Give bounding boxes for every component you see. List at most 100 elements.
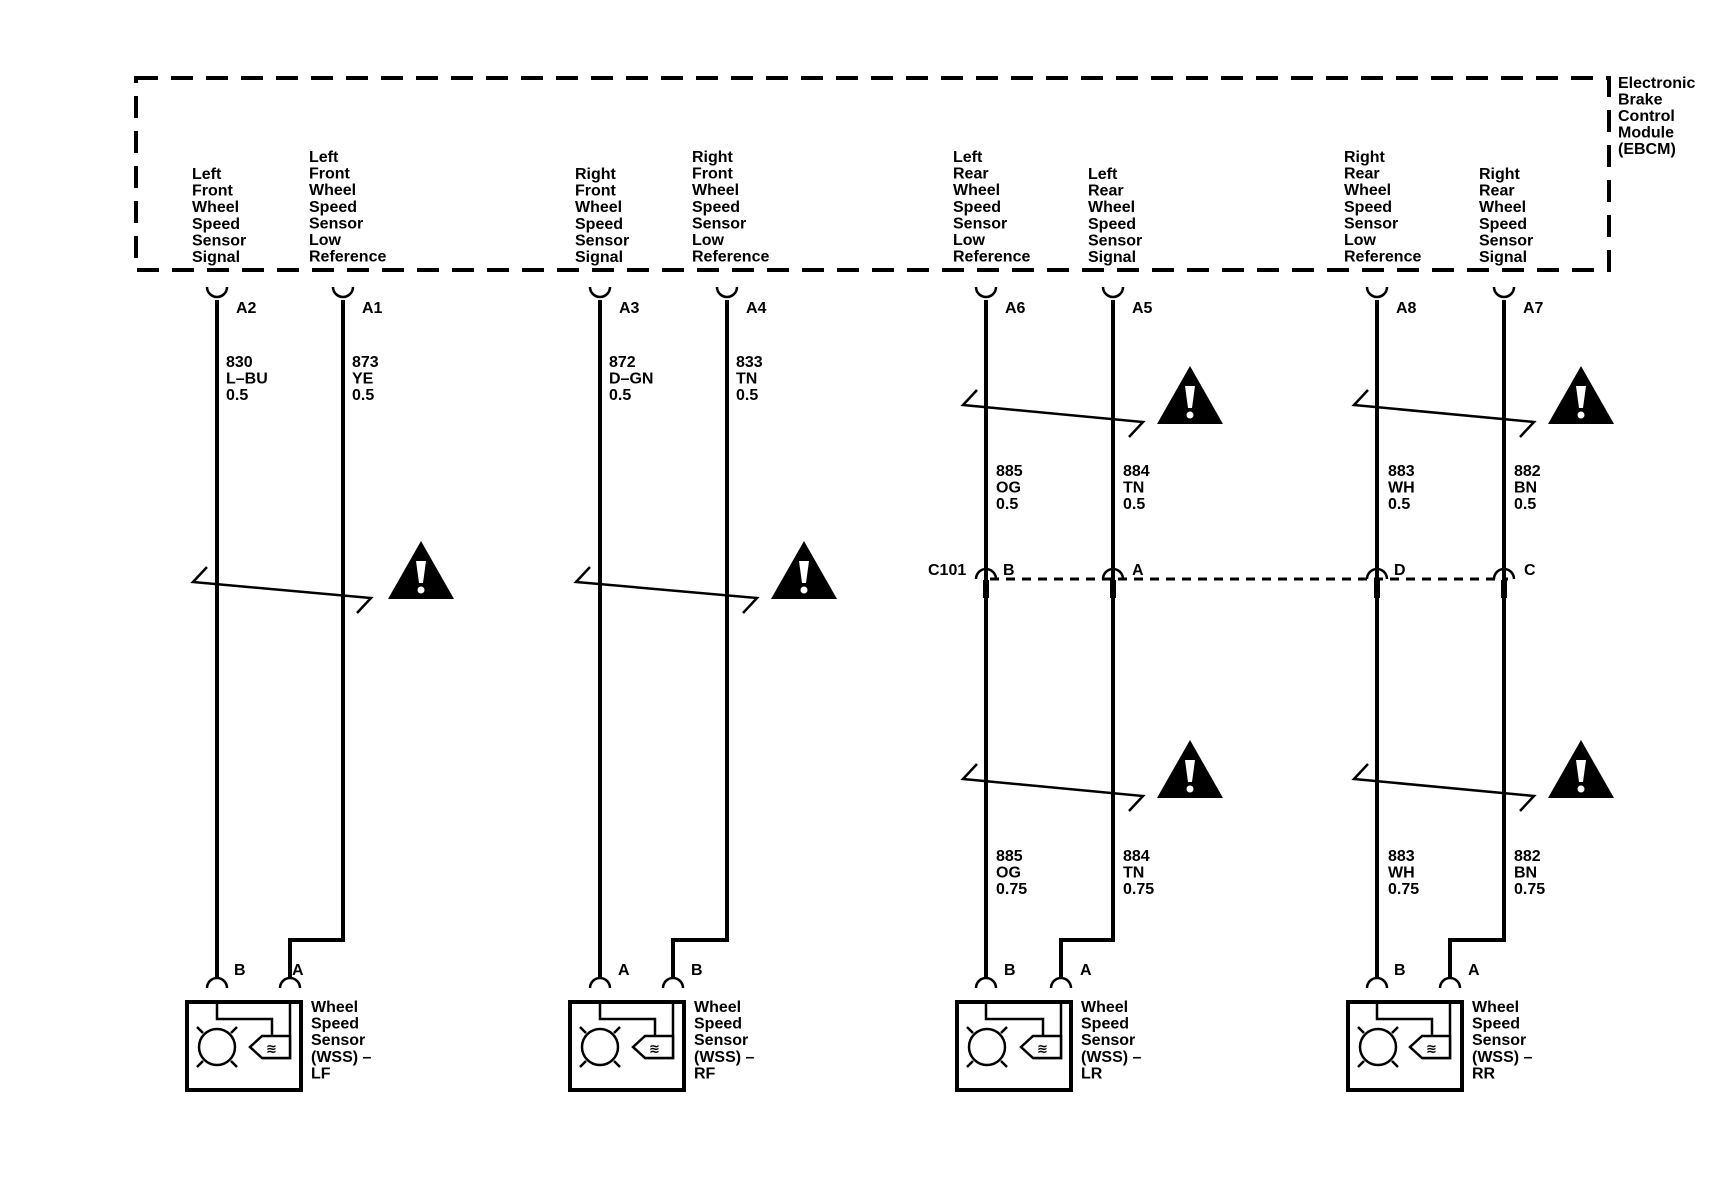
circuit-label: Left Rear Wheel Speed Sensor Low Referen… [953, 149, 1030, 266]
sensor-pin-label: B [1394, 962, 1406, 979]
svg-text:≋: ≋ [1426, 1041, 1437, 1056]
sensor-label: Wheel Speed Sensor (WSS) – RR [1472, 999, 1537, 1082]
circuit-lr-signal: Left Rear Wheel Speed Sensor Signal A5 8… [1049, 166, 1154, 989]
wheel-speed-sensor-lf: ≋ Wheel Speed Sensor (WSS) – LF [185, 999, 376, 1092]
sensor-label: Wheel Speed Sensor (WSS) – LF [311, 999, 376, 1082]
sensor-terminal [661, 976, 685, 989]
sensor-terminal [1438, 976, 1462, 989]
wire [671, 300, 729, 978]
c101-pin-label: D [1394, 562, 1406, 579]
c101-pin-label: B [1003, 562, 1015, 579]
sensor-terminal [974, 976, 998, 989]
module-pin-label: A3 [619, 300, 640, 317]
wire [1059, 300, 1115, 978]
sensor-pin-label: A [1080, 962, 1092, 979]
circuit-label: Left Rear Wheel Speed Sensor Signal [1088, 166, 1147, 266]
c101-terminal [974, 567, 998, 580]
circuit-label: Left Front Wheel Speed Sensor Low Refere… [309, 149, 386, 266]
module-terminal [715, 286, 739, 299]
circuit-label: Right Rear Wheel Speed Sensor Low Refere… [1344, 149, 1421, 266]
caution-triangle-icon [388, 541, 454, 599]
c101-pin-body [983, 580, 989, 598]
circuit-label: Right Rear Wheel Speed Sensor Signal [1479, 166, 1538, 266]
sensor-pin-label: A [1468, 962, 1480, 979]
twisted-pair-break-icon [1351, 763, 1537, 812]
sensor-pin-label: B [1004, 962, 1016, 979]
c101-terminal [1365, 567, 1389, 580]
module-terminal [1365, 286, 1389, 299]
wire-label-upper: 833 TN 0.5 [736, 354, 767, 404]
sensor-label: Wheel Speed Sensor (WSS) – RF [694, 999, 759, 1082]
wire-label-upper: 883 WH 0.5 [1388, 463, 1419, 513]
circuit-rr-signal: Right Rear Wheel Speed Sensor Signal A7 … [1438, 166, 1545, 989]
caution-triangle-icon [1157, 366, 1223, 424]
c101-pin-body [1501, 580, 1507, 598]
sensor-pin-label: A [618, 962, 630, 979]
wheel-speed-sensor-lr: ≋ Wheel Speed Sensor (WSS) – LR [955, 999, 1146, 1092]
twisted-pair-break-icon [960, 763, 1146, 812]
wheel-speed-sensor-icon: ≋ [1346, 1000, 1464, 1092]
module-terminal [1101, 286, 1125, 299]
circuit-label: Right Front Wheel Speed Sensor Signal [575, 166, 634, 266]
c101-pin-body [1110, 580, 1116, 598]
c101-pin-label: A [1132, 562, 1144, 579]
twisted-pair-break-icon [190, 566, 374, 614]
module-terminal [1492, 286, 1516, 299]
wire-label-upper: 830 L–BU 0.5 [226, 354, 272, 404]
wire-label-lower: 882 BN 0.75 [1514, 848, 1545, 898]
wire-label-lower: 885 OG 0.75 [996, 848, 1027, 898]
sensor-terminal [205, 976, 229, 989]
twisted-pair-break-icon [1351, 389, 1537, 438]
c101-terminal [1101, 567, 1125, 580]
circuit-lf-signal: Left Front Wheel Speed Sensor Signal A2 … [192, 166, 272, 989]
sensor-terminal [1049, 976, 1073, 989]
twisted-pair-break-icon [960, 389, 1146, 438]
wheel-speed-sensor-rf: ≋ Wheel Speed Sensor (WSS) – RF [568, 999, 759, 1092]
circuit-rf-signal: Right Front Wheel Speed Sensor Signal A3… [575, 166, 658, 989]
wire-label-lower: 883 WH 0.75 [1388, 848, 1419, 898]
wire [288, 300, 345, 978]
caution-triangle-icon [771, 541, 837, 599]
ebcm-module: Electronic Brake Control Module (EBCM) [134, 75, 1700, 272]
c101-pin-body [1374, 580, 1380, 598]
sensor-pin-label: B [691, 962, 703, 979]
circuit-lf-low-reference: Left Front Wheel Speed Sensor Low Refere… [278, 149, 386, 989]
sensor-pin-label: A [292, 962, 304, 979]
wire-label-lower: 884 TN 0.75 [1123, 848, 1154, 898]
svg-text:≋: ≋ [1037, 1041, 1048, 1056]
module-terminal [331, 286, 355, 299]
circuit-label: Right Front Wheel Speed Sensor Low Refer… [692, 149, 769, 266]
wheel-speed-sensor-rr: ≋ Wheel Speed Sensor (WSS) – RR [1346, 999, 1537, 1092]
ebcm-module-outline [134, 76, 1611, 272]
c101-pin-label: C [1524, 562, 1536, 579]
sensor-terminal [588, 976, 612, 989]
module-pin-label: A4 [746, 300, 767, 317]
twisted-pair-break-icon [573, 566, 760, 614]
wire-label-upper: 872 D–GN 0.5 [609, 354, 658, 404]
connector-c101: C101 [928, 562, 1508, 581]
ebcm-module-name: Electronic Brake Control Module (EBCM) [1618, 75, 1700, 158]
module-terminal [205, 286, 229, 299]
module-pin-label: A5 [1132, 300, 1153, 317]
wire-label-upper: 873 YE 0.5 [352, 354, 383, 404]
wheel-speed-sensor-icon: ≋ [185, 1000, 303, 1092]
module-pin-label: A8 [1396, 300, 1417, 317]
sensor-terminal [278, 976, 302, 989]
connector-c101-name: C101 [928, 562, 966, 579]
caution-triangle-icon [1157, 740, 1223, 798]
circuit-lr-low-reference: Left Rear Wheel Speed Sensor Low Referen… [953, 149, 1030, 989]
svg-text:≋: ≋ [266, 1041, 277, 1056]
wheel-speed-sensor-icon: ≋ [955, 1000, 1073, 1092]
sensor-terminal [1365, 976, 1389, 989]
caution-triangle-icon [1548, 366, 1614, 424]
circuit-label: Left Front Wheel Speed Sensor Signal [192, 166, 251, 266]
wheel-speed-sensor-icon: ≋ [568, 1000, 686, 1092]
sensor-label: Wheel Speed Sensor (WSS) – LR [1081, 999, 1146, 1082]
module-pin-label: A7 [1523, 300, 1544, 317]
c101-terminal [1492, 567, 1516, 580]
wire-label-upper: 882 BN 0.5 [1514, 463, 1545, 513]
sensor-pin-label: B [234, 962, 246, 979]
module-terminal [974, 286, 998, 299]
module-pin-label: A2 [236, 300, 257, 317]
